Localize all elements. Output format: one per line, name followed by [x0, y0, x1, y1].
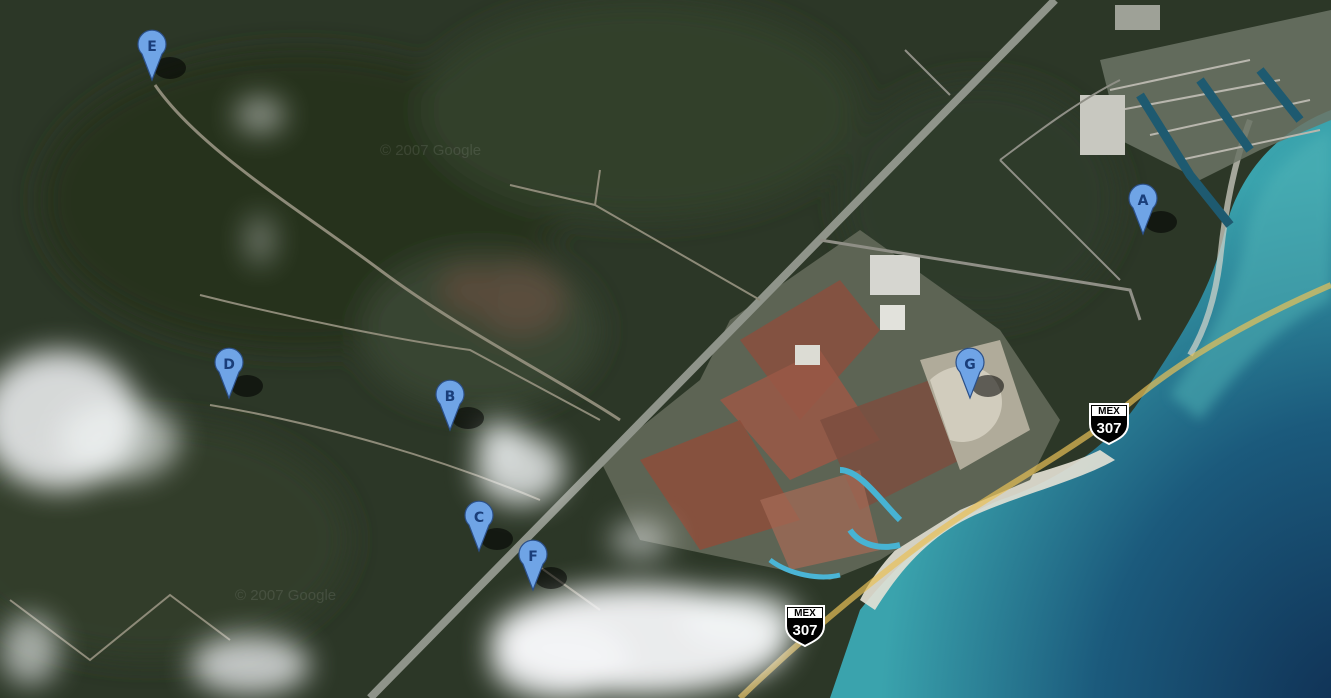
marker-shadow [1145, 211, 1177, 233]
marker-label: G [964, 357, 976, 373]
marker-pin-icon [1128, 183, 1158, 236]
map-marker-e[interactable]: E [137, 29, 186, 82]
map-watermark: © 2007 Google [235, 587, 336, 604]
map-marker-a[interactable]: A [1128, 183, 1177, 236]
clouds [0, 97, 800, 698]
marker-shadow [154, 57, 186, 79]
map-marker-d[interactable]: D [214, 347, 263, 400]
highway-shield-307: MEX 307 [785, 605, 825, 648]
marker-shadow [972, 375, 1004, 397]
map-marker-c[interactable]: C [464, 500, 513, 553]
map-marker-f[interactable]: F [518, 539, 567, 592]
highway-shield-307: MEX 307 [1089, 403, 1129, 446]
marker-pin-icon [214, 347, 244, 400]
svg-text:MEX: MEX [794, 608, 816, 619]
marker-shadow [231, 375, 263, 397]
map-marker-b[interactable]: B [435, 379, 484, 432]
marker-pin-icon [464, 500, 494, 553]
marker-label: E [147, 39, 157, 55]
sea [830, 110, 1331, 698]
resort-complex [600, 230, 1060, 580]
beach [860, 450, 1115, 610]
marker-label: B [445, 389, 456, 405]
marker-pin-icon [518, 539, 548, 592]
map-marker-g[interactable]: G [955, 347, 1004, 400]
marker-pin-icon [137, 29, 167, 82]
marker-label: C [474, 510, 484, 526]
marker-shadow [535, 567, 567, 589]
svg-text:307: 307 [1096, 420, 1121, 437]
roads [9, 0, 1142, 698]
marina-development [1080, 5, 1331, 228]
marker-pin-icon [955, 347, 985, 400]
svg-text:307: 307 [792, 622, 817, 639]
marker-label: A [1138, 193, 1149, 209]
marker-pin-icon [435, 379, 465, 432]
svg-text:MEX: MEX [1098, 406, 1120, 417]
highway-route-overlay [737, 282, 1331, 698]
map-watermark: © 2007 Google [380, 142, 481, 159]
marker-label: D [223, 357, 235, 373]
map-markers: A B C D E F G [137, 29, 1177, 592]
marker-label: F [528, 549, 538, 565]
marker-shadow [452, 407, 484, 429]
marker-shadow [481, 528, 513, 550]
main-highway-road [367, 0, 1058, 698]
